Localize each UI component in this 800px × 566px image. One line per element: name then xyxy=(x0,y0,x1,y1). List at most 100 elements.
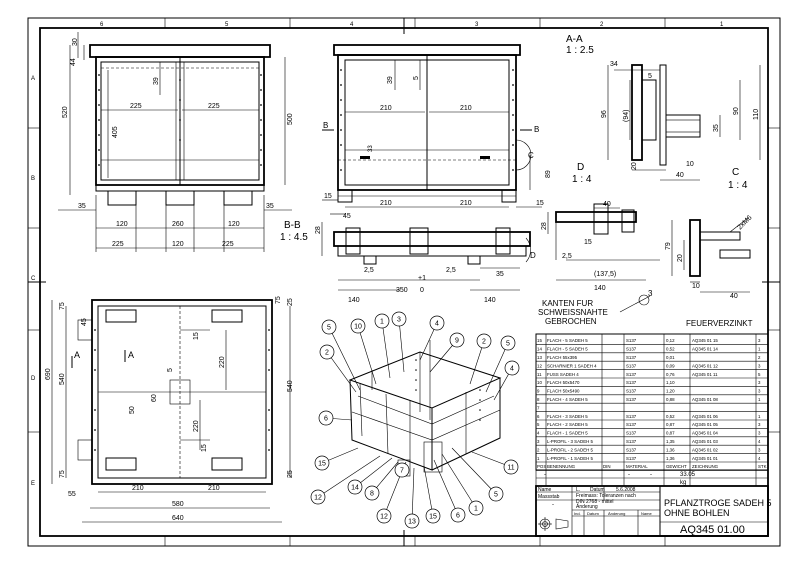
parts-cell: AQ345 01 11 xyxy=(692,372,718,377)
detail-d-title: D xyxy=(577,162,584,173)
section-a-a: A-A 1 : 2.5 34 96 (94) 5 90 110 35 20 40… xyxy=(566,34,761,181)
parts-cell: FLACH - 2 SADEH 5 xyxy=(547,422,588,427)
balloon-label: 6 xyxy=(456,513,460,520)
parts-cell: S137 xyxy=(626,380,637,385)
balloon-leader xyxy=(381,320,391,379)
balloon-circle xyxy=(476,333,492,349)
section-aa-dim-96: 96 xyxy=(601,110,608,118)
plan-dim-210-left: 210 xyxy=(132,485,144,492)
plan-dim-25-top-right: 25 xyxy=(287,298,294,306)
parts-cell: 3 xyxy=(758,338,761,343)
plan-dim-220-bottom: 220 xyxy=(193,420,200,432)
parts-cell: 5 xyxy=(758,372,761,377)
balloon-leader xyxy=(357,325,377,385)
section-bb-dim-plus1: +1 xyxy=(418,275,426,282)
isometric-view xyxy=(348,340,502,477)
detail-d-dim-2-5: 2,5 xyxy=(562,253,572,260)
balloon-leader xyxy=(423,465,434,517)
detail-d: D 1 : 4 40 28 15 2,5 (137,5) 140 xyxy=(541,162,660,292)
side-dim-210-left: 210 xyxy=(380,105,392,112)
side-dim-15-left: 15 xyxy=(324,193,332,200)
frame-mark-side-b: B xyxy=(31,176,35,182)
balloon-circle xyxy=(450,507,466,523)
parts-cell: POS xyxy=(537,464,546,469)
parts-cell: 3 xyxy=(758,447,761,452)
parts-cell: AQ345 01 03 xyxy=(692,439,718,444)
section-bb-dim-140-right: 140 xyxy=(484,297,496,304)
balloon-circle xyxy=(321,319,337,335)
balloon-leader xyxy=(469,340,485,385)
parts-cell: 3 xyxy=(537,439,540,444)
side-dim-210-right: 210 xyxy=(460,105,472,112)
balloon-circle xyxy=(391,311,407,327)
balloon-label: 3 xyxy=(397,317,401,324)
section-aa-dim-94: (94) xyxy=(623,110,630,122)
plan-dim-580: 580 xyxy=(172,501,184,508)
balloon-label: 15 xyxy=(318,461,326,468)
detail-d-scale: 1 : 4 xyxy=(572,174,592,185)
detail-d-dim-140: 140 xyxy=(594,285,606,292)
section-aa-dim-110: 110 xyxy=(753,109,760,120)
balloon-leader xyxy=(398,318,405,373)
parts-cell: S137 xyxy=(626,439,637,444)
detail-d-dim-137-5: (137,5) xyxy=(594,271,616,278)
front-view: 30 44 520 500 39 225 225 405 35 35 120 2… xyxy=(58,32,294,252)
plan-dim-75-top-right: 75 xyxy=(275,296,282,304)
parts-summary-dash-3: - xyxy=(650,472,652,478)
parts-cell: FLACH 50x5470 xyxy=(547,380,580,385)
plan-dim-50: 50 xyxy=(129,406,136,414)
plan-dim-75-bottom: 75 xyxy=(59,470,66,478)
parts-cell: 5 xyxy=(537,422,540,427)
parts-cell: S137 xyxy=(626,414,637,419)
section-bb-dim-28: 28 xyxy=(315,226,322,234)
plan-cut-mark-a-right: A xyxy=(128,350,134,360)
front-dim-30: 30 xyxy=(72,38,79,46)
plan-cut-mark-a-left: A xyxy=(74,350,80,360)
section-aa-dim-20: 20 xyxy=(631,162,638,170)
parts-cell: 0,87 xyxy=(666,431,675,436)
parts-cell: 0,12 xyxy=(666,338,675,343)
balloon-label: 5 xyxy=(494,492,498,499)
parts-cell: AQ345 01 06 xyxy=(692,414,718,419)
front-dim-120-bottom: 120 xyxy=(172,241,184,248)
parts-cell: 4 xyxy=(537,431,540,436)
balloon-label: 5 xyxy=(327,325,331,332)
balloon-circle xyxy=(404,513,420,529)
balloon-label: 8 xyxy=(370,491,374,498)
plan-dim-540-left: 540 xyxy=(59,373,66,385)
balloon-label: 12 xyxy=(314,495,322,502)
title-datum-value: 5.6.2008 xyxy=(616,487,636,493)
title-tolerance-line-2: DIN 2768 - mittel xyxy=(576,499,614,505)
plan-dim-640: 640 xyxy=(172,515,184,522)
weld-note-line-3: GEBROCHEN xyxy=(545,317,597,326)
parts-total-weight: 33.05 xyxy=(680,472,696,478)
title-col-anderung: Änderung xyxy=(608,511,625,516)
plan-dim-690: 690 xyxy=(45,368,52,380)
parts-cell: S137 xyxy=(626,355,637,360)
frame-mark-top-4: 3 xyxy=(475,22,479,28)
title-block: Name L. Datum 5.6.2008 Massstab - Freima… xyxy=(535,485,772,537)
section-bb-dim-2-5-right: 2,5 xyxy=(446,267,456,274)
parts-cell: FLACH 55x395 xyxy=(547,355,578,360)
balloon-leader xyxy=(317,455,381,498)
balloon-leader xyxy=(411,467,415,522)
parts-cell: AQ345 01 01 xyxy=(692,456,718,461)
detail-c-dim-2xm6: 2xM6 xyxy=(736,214,753,231)
parts-cell: 1,35 xyxy=(666,439,675,444)
detail-c-dim-40: 40 xyxy=(730,293,738,300)
parts-cell: 0,76 xyxy=(666,372,675,377)
side-dim-15-right: 15 xyxy=(536,200,544,207)
front-dim-35-right: 35 xyxy=(266,203,274,210)
front-dim-44: 44 xyxy=(70,58,77,66)
title-col-index: Ind. xyxy=(574,511,581,516)
front-dim-35-left: 35 xyxy=(78,203,86,210)
balloon-leader xyxy=(328,326,361,391)
parts-cell: 1 xyxy=(758,397,761,402)
balloon-label: 5 xyxy=(506,341,510,348)
side-cut-mark-b-left: B xyxy=(323,121,328,130)
balloon-label: 13 xyxy=(408,519,416,526)
parts-cell: FLACH - 4 SADEH 5 xyxy=(547,397,588,402)
parts-cell: L-PROFIL - 2 SADEH 5 xyxy=(547,447,594,452)
balloon-label: 2 xyxy=(482,339,486,346)
